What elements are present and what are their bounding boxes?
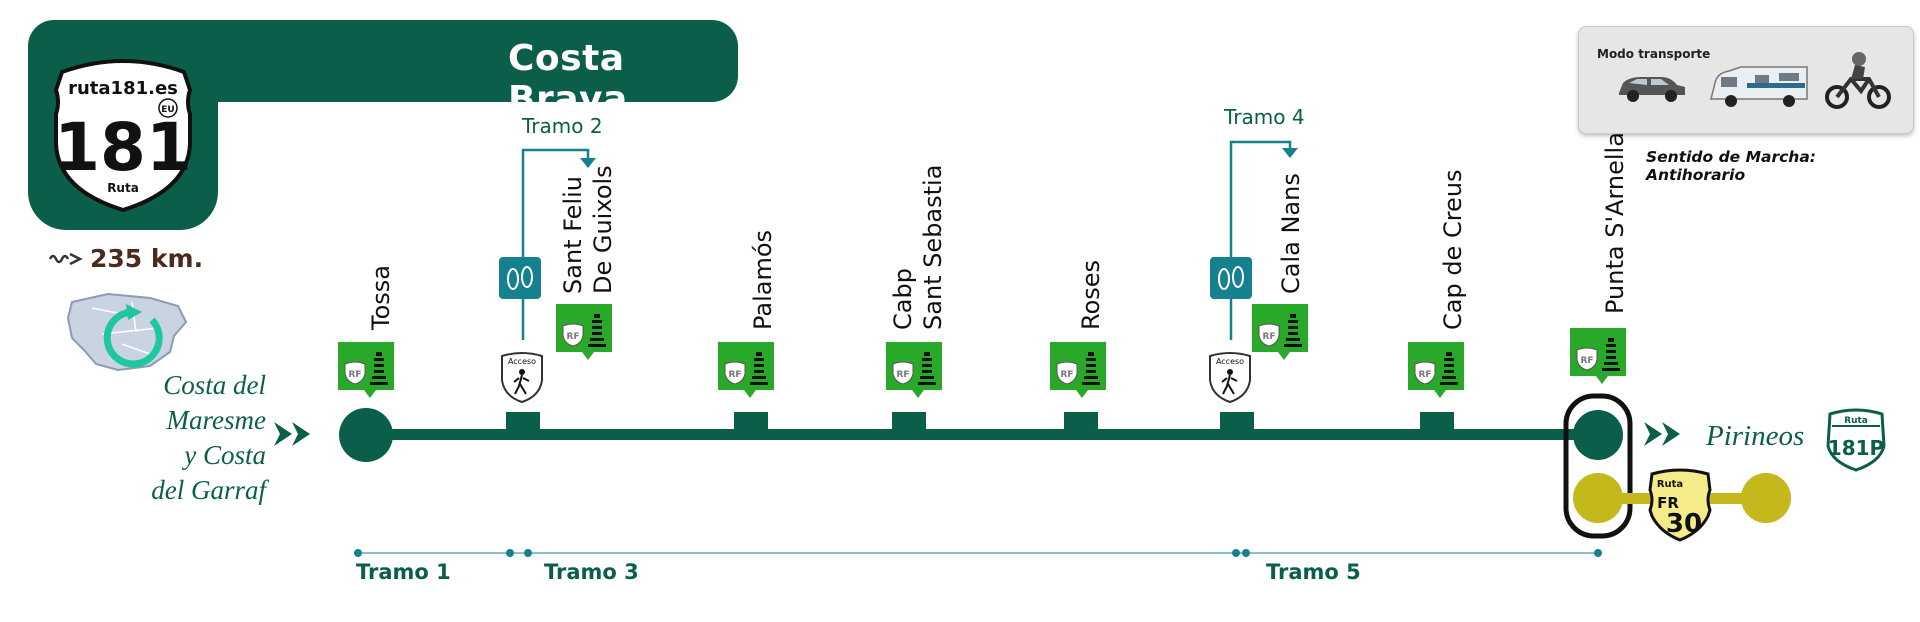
motorhome-icon: [1710, 66, 1808, 107]
stop-marker: [734, 412, 768, 434]
alt-route-end-node: [1741, 473, 1791, 523]
route-181-logo: ruta181.es EU 181 Ruta: [53, 59, 193, 213]
tramo-5-label: Tramo 5: [1266, 560, 1361, 584]
next-badge-caption: Ruta: [1844, 416, 1868, 426]
rf-badge-text: RF: [1418, 370, 1431, 380]
start-terminal-node: [339, 408, 393, 462]
origin-label: Costa del Maresme y Costa del Garraf: [151, 370, 266, 505]
distance-indicator: 235 km.: [48, 244, 203, 273]
rf-badge-text: RF: [348, 370, 361, 380]
stop-marker: [1064, 412, 1098, 434]
logo-eu-badge: EU: [161, 105, 174, 115]
access-label: Acceso: [1216, 357, 1244, 366]
access-label: Acceso: [508, 357, 536, 366]
footprints-icon: [1210, 257, 1252, 299]
next-badge-number: 181P: [1828, 436, 1884, 460]
transport-title: Modo transporte: [1597, 47, 1711, 61]
stop-name-sant-feliu: Sant Feliu De Guixols: [559, 165, 617, 294]
footprints-icon: [499, 257, 541, 299]
chevron-right-icon: [1644, 422, 1680, 446]
tramo-1-label: Tramo 1: [356, 560, 451, 584]
logo-site-text: ruta181.es: [68, 78, 178, 99]
tramo-4-label: Tramo 4: [1224, 105, 1305, 129]
branch-path-tramo-4: [1229, 140, 1292, 340]
alt-route-start-node: [1573, 473, 1623, 523]
direction-text: Sentido de Marcha: Antihorario: [1646, 148, 1816, 184]
alt-badge-caption: Ruta: [1657, 479, 1683, 490]
arrow-down-icon: [1282, 148, 1298, 158]
rf-badge-text: RF: [566, 332, 579, 342]
distance-value: 235 km.: [90, 244, 204, 273]
stop-marker: [1220, 412, 1254, 434]
rf-badge-text: RF: [1060, 370, 1073, 380]
rf-stop-badge-icon: RF: [1252, 304, 1308, 360]
car-icon: [1619, 77, 1685, 102]
rf-badge-text: RF: [896, 370, 909, 380]
access-shield-icon: Acceso: [501, 352, 543, 404]
stop-name-cabp-sant-sebastia: Cabp Sant Sebastia: [889, 164, 947, 330]
alt-badge-code: FR: [1657, 494, 1679, 512]
logo-caption: Ruta: [107, 181, 139, 195]
terminal-junction-frame: [1563, 393, 1633, 539]
stop-name-punta-sarnella: Punta S'Arnella: [1601, 132, 1629, 314]
squiggle-arrow-icon: [48, 252, 83, 265]
alt-badge-number: 30: [1666, 509, 1702, 539]
stop-name-tossa: Tossa: [367, 265, 395, 330]
arrow-down-icon: [580, 158, 596, 168]
rf-badge-text: RF: [1262, 332, 1275, 342]
rf-stop-badge-icon: RF: [886, 342, 942, 398]
logo-number: 181: [54, 109, 192, 186]
rf-stop-badge-icon: RF: [1408, 342, 1464, 398]
rf-badge-text: RF: [1580, 356, 1593, 366]
rf-stop-badge-icon: RF: [338, 342, 394, 398]
spain-map-icon: [66, 292, 188, 372]
rf-stop-badge-icon: RF: [1570, 328, 1626, 384]
stop-name-cala-nans: Cala Nans: [1277, 173, 1305, 294]
tramo-2-label: Tramo 2: [522, 114, 603, 138]
stop-name-palamos: Palamós: [749, 229, 777, 330]
alt-route-fr30-badge: Ruta FR 30: [1648, 468, 1712, 542]
stop-marker: [1420, 412, 1454, 434]
tramo-3-label: Tramo 3: [544, 560, 639, 584]
motorcycle-icon: [1825, 52, 1891, 109]
rf-stop-badge-icon: RF: [718, 342, 774, 398]
rf-badge-text: RF: [728, 370, 741, 380]
main-route-line: [340, 429, 1580, 440]
access-shield-icon: Acceso: [1209, 352, 1251, 404]
next-route-181p-badge: Ruta 181P: [1826, 408, 1886, 472]
stop-name-cap-de-creus: Cap de Creus: [1439, 169, 1467, 330]
rf-stop-badge-icon: RF: [556, 304, 612, 360]
tramo-divider-line: [354, 549, 1602, 557]
stop-marker: [892, 412, 926, 434]
chevron-right-icon: [274, 422, 310, 446]
branch-path-tramo-2: [521, 148, 590, 340]
logo-panel: ruta181.es EU 181 Ruta: [28, 20, 218, 230]
page-title: Costa Brava: [508, 38, 628, 120]
destination-label: Pirineos: [1706, 420, 1805, 452]
stop-name-roses: Roses: [1077, 259, 1105, 330]
stop-marker: [506, 412, 540, 434]
transport-mode-card: Modo transporte: [1578, 26, 1914, 134]
end-terminal-node: [1573, 410, 1623, 460]
rf-stop-badge-icon: RF: [1050, 342, 1106, 398]
